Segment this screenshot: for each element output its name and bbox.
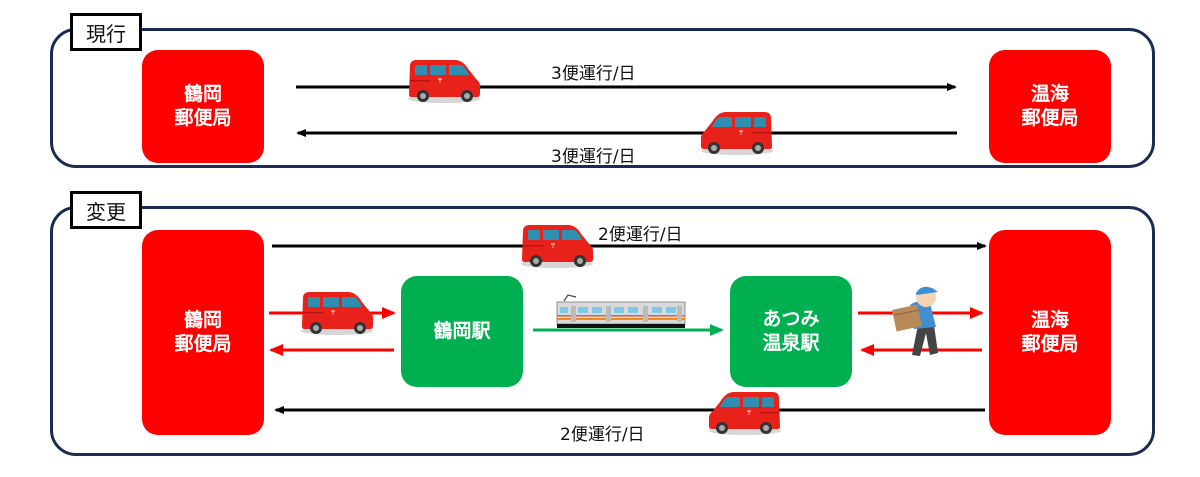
postal-van-icon bbox=[408, 60, 480, 103]
delivery-worker-icon bbox=[891, 286, 938, 356]
postal-van-icon bbox=[701, 112, 773, 155]
tsuruoka-post-office-line1: 鶴岡 bbox=[183, 308, 222, 331]
postal-van-icon bbox=[301, 292, 373, 335]
atsumi-post-office-line1: 温海 bbox=[1030, 308, 1069, 331]
tsuruoka-post-office-line2: 郵便局 bbox=[174, 332, 232, 355]
atsumi-onsen-station: あつみ温泉駅 bbox=[730, 276, 852, 387]
tsuruoka-post-office-changed: 鶴岡郵便局 bbox=[142, 230, 264, 435]
changed-return-frequency: 2便運行/日 bbox=[560, 425, 645, 445]
atsumi-onsen-station-line1: あつみ bbox=[762, 307, 820, 330]
atsumi-post-office-line2: 郵便局 bbox=[1021, 332, 1079, 355]
atsumi-onsen-station-line2: 温泉駅 bbox=[762, 331, 820, 354]
changed-outbound-frequency: 2便運行/日 bbox=[598, 225, 683, 245]
tsuruoka-station-label: 鶴岡駅 bbox=[433, 319, 491, 342]
tsuruoka-post-office-current: 鶴岡郵便局 bbox=[142, 50, 264, 163]
atsumi-post-office-current: 温海郵便局 bbox=[989, 50, 1111, 163]
tsuruoka-post-office-line2: 郵便局 bbox=[174, 106, 232, 129]
current-label: 現行 bbox=[70, 13, 142, 51]
atsumi-post-office-line2: 郵便局 bbox=[1021, 106, 1079, 129]
postal-van-icon bbox=[521, 225, 593, 268]
atsumi-post-office-line1: 温海 bbox=[1030, 82, 1069, 105]
train-icon bbox=[556, 294, 686, 328]
atsumi-post-office-changed: 温海郵便局 bbox=[989, 230, 1111, 435]
current-return-frequency: 3便運行/日 bbox=[551, 147, 636, 167]
postal-van-icon bbox=[709, 392, 781, 435]
tsuruoka-post-office-line1: 鶴岡 bbox=[183, 82, 222, 105]
changed-label: 変更 bbox=[70, 191, 142, 229]
current-outbound-frequency: 3便運行/日 bbox=[551, 64, 636, 84]
tsuruoka-station: 鶴岡駅 bbox=[401, 276, 523, 387]
